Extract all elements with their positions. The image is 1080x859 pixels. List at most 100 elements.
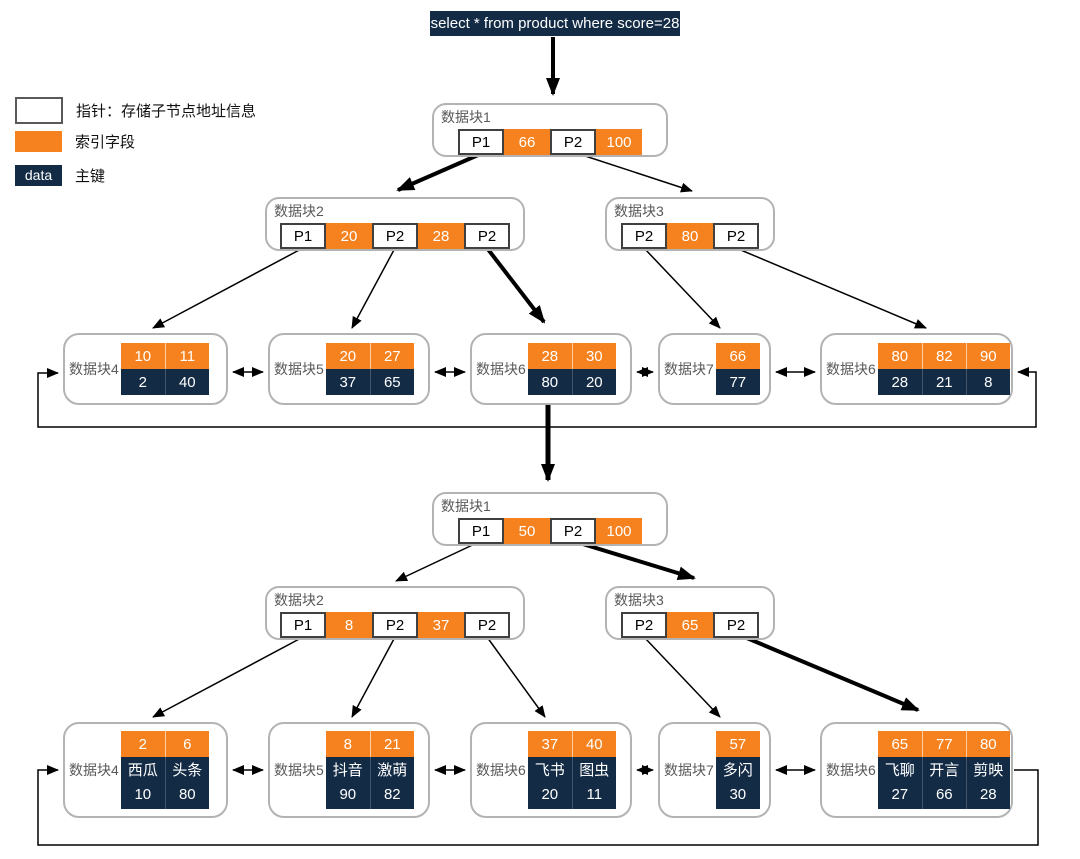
record-value: 90 (339, 786, 357, 803)
pointer-cell: P2 (621, 223, 667, 249)
record-value: 20 (541, 786, 559, 803)
pointer-cell: P2 (372, 223, 418, 249)
pointer-cell: P2 (464, 223, 510, 249)
arrow-primary-block3-p2-to-block6r-bold (741, 634, 920, 712)
data-cell: 65 (369, 369, 414, 395)
index-cell: 66 (715, 343, 760, 369)
record-name: 飞聊 (884, 762, 915, 779)
index-cell: 6 (164, 731, 209, 757)
index-cell: 100 (596, 518, 642, 544)
data-cell: 20 (571, 369, 616, 395)
legend-label-pointer: 指针：存储子节点地址信息 (76, 103, 257, 120)
leaf-column: 37 飞书 20 (527, 731, 572, 809)
link-index-leaf-wraparound (37, 367, 1037, 428)
record-name: 抖音 (332, 762, 363, 779)
index-cell: 40 (571, 731, 616, 757)
pointer-swatch (15, 97, 63, 124)
pointer-cell: P2 (464, 612, 510, 638)
index-cell: 80 (877, 343, 922, 369)
index-cell: 90 (965, 343, 1010, 369)
block-label: 数据块3 (614, 203, 664, 219)
index-cell: 28 (527, 343, 572, 369)
legend-label-index-field: 索引字段 (75, 134, 136, 151)
record-value: 80 (178, 786, 196, 803)
arrow-block3-p2-to-block6r (735, 247, 927, 329)
legend-item-index-field: 索引字段 (15, 131, 135, 152)
arrow-primary-block2-p1-to-block4 (152, 636, 304, 718)
index-cell: 37 (527, 731, 572, 757)
index-cell: 8 (325, 731, 370, 757)
block-label: 数据块5 (274, 762, 324, 778)
index-cell: 65 (877, 731, 922, 757)
arrow-block2-p2-to-block6-bold (485, 246, 546, 324)
block-label: 数据块7 (664, 361, 714, 377)
arrow-index-root-p1-to-block2-bold (396, 150, 486, 192)
pointer-cell: P1 (458, 129, 504, 155)
index-cell: 100 (596, 129, 642, 155)
index-cell: 30 (571, 343, 616, 369)
index-cell: 77 (921, 731, 966, 757)
sql-query-banner: select * from product where score=28 (430, 11, 680, 36)
pointer-cell: P2 (550, 518, 596, 544)
data-cell: 抖音 90 (325, 757, 370, 809)
index-cell: 66 (504, 129, 550, 155)
record-name: 飞书 (534, 762, 565, 779)
index-cell: 21 (369, 731, 414, 757)
pointer-cell: P2 (372, 612, 418, 638)
index-cell: 50 (504, 518, 550, 544)
block-label: 数据块6 (476, 361, 526, 377)
pointer-cell: P1 (458, 518, 504, 544)
block-label: 数据块2 (274, 203, 324, 219)
index-field-swatch (15, 131, 62, 152)
data-cell: 8 (965, 369, 1010, 395)
pointer-cell: P2 (713, 612, 759, 638)
arrow-primary-block2-p2-to-block5 (351, 636, 396, 718)
index-cell: 80 (965, 731, 1010, 757)
record-name: 开言 (929, 762, 960, 779)
record-name: 激萌 (377, 762, 408, 779)
index-cell: 8 (326, 612, 372, 638)
index-cell: 57 (715, 731, 760, 757)
data-cell: 2 (120, 369, 165, 395)
